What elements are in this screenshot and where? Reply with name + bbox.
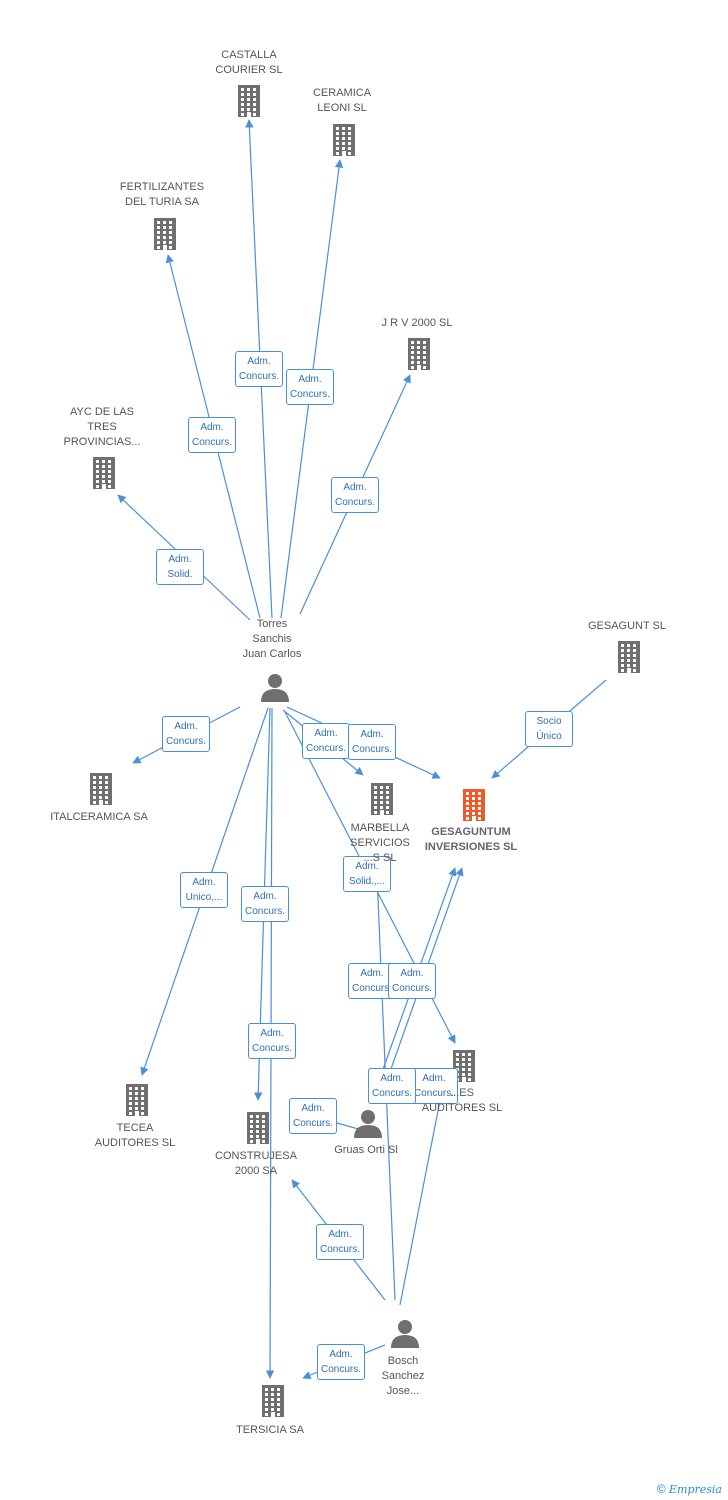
node-label-bosch[interactable]: Bosch Sanchez Jose... [381,1354,425,1397]
building-icon-gesaguntum[interactable] [463,789,485,821]
empresia-logo[interactable]: Empresia [669,1483,722,1496]
node-label-ayc[interactable]: AYC DE LAS TRES PROVINCIAS... [63,405,141,448]
edge-label-gruas-to-construjesa[interactable]: Adm. Concurs. [316,1224,364,1260]
node-label-torres[interactable]: Torres Sanchis Juan Carlos [242,617,302,660]
node-label-castalla[interactable]: CASTALLA COURIER SL [215,49,283,76]
building-icon-tecea[interactable] [126,1084,148,1116]
edge-label-bosch-to-construjesa[interactable]: Adm. Concurs. [317,1344,365,1380]
node-label-gesagunt[interactable]: GESAGUNT SL [587,619,667,632]
building-icon-tersicia[interactable] [262,1385,284,1417]
edge-label-bosch-to-gesaguntum[interactable]: Adm. Concurs. [410,1068,458,1104]
edge-label-torres-to-tecea[interactable]: Adm. Unico,... [180,872,228,908]
edge-label-gesagunt-to-gesaguntum[interactable]: Socio Único [525,711,573,747]
edge-label-torres-to-ceramica[interactable]: Adm. Concurs. [286,369,334,405]
node-label-fertilizantes[interactable]: FERTILIZANTES DEL TURIA SA [119,181,205,208]
edge-label-torres-to-gesaguntum[interactable]: Adm. Concurs. [348,724,396,760]
building-icon-ayc[interactable] [93,457,115,489]
building-icon-italceramica[interactable] [90,773,112,805]
copyright-symbol: © [656,1482,666,1496]
person-icon-bosch[interactable] [391,1320,419,1348]
node-label-tecea[interactable]: TECEA AUDITORES SL [94,1122,176,1149]
edge-label-torres-to-auditores[interactable]: Adm. Solid.,... [343,856,391,892]
edge-label-torres-to-construjesa[interactable]: Adm. Concurs. [241,886,289,922]
building-icon-construjesa[interactable] [247,1112,269,1144]
edge-bosch-to-gesaguntum [399,1079,447,1306]
edge-label-torres-to-castalla[interactable]: Adm. Concurs. [235,351,283,387]
edge-label-gruas-to-gesaguntum[interactable]: Adm. Concurs. [388,963,436,999]
edge-label-torres-to-ayc[interactable]: Adm. Solid. [156,549,204,585]
edge-label-bosch-to-auditores[interactable]: Adm. Concurs. [368,1068,416,1104]
edge-label-torres-to-tersicia[interactable]: Adm. Concurs. [248,1023,296,1059]
node-label-gesaguntum[interactable]: GESAGUNTUM INVERSIONES SL [424,826,518,853]
icons-layer [90,85,640,1417]
person-icon-gruas[interactable] [354,1110,382,1138]
node-label-jrv[interactable]: J R V 2000 SL [381,316,453,329]
edge-label-bosch-to-tersicia[interactable]: Adm. Concurs. [289,1098,337,1134]
edge-label-torres-to-italceramica[interactable]: Adm. Concurs. [162,716,210,752]
edge-label-torres-to-jrv[interactable]: Adm. Concurs. [331,477,379,513]
person-icon-torres[interactable] [261,674,289,702]
building-icon-fertilizantes[interactable] [154,218,176,250]
building-icon-castalla[interactable] [238,85,260,117]
building-icon-ceramica[interactable] [333,124,355,156]
building-icon-jrv[interactable] [408,338,430,370]
node-label-construjesa[interactable]: CONSTRUJESA 2000 SA [215,1150,297,1177]
node-label-ceramica[interactable]: CERAMICA LEONI SL [312,87,372,114]
node-label-italceramica[interactable]: ITALCERAMICA SA [50,810,148,823]
node-label-tersicia[interactable]: TERSICIA SA [236,1423,304,1436]
node-label-auditores[interactable]: ...ES AUDITORES SL [421,1087,503,1114]
edge-label-torres-to-marbella[interactable]: Adm. Concurs. [302,723,350,759]
copyright-footer: © Empresia [657,1482,722,1496]
building-icon-gesagunt[interactable] [618,641,640,673]
edge-label-torres-to-fertilizantes[interactable]: Adm. Concurs. [188,417,236,453]
node-label-marbella[interactable]: MARBELLA SERVICIOS ...S SL [350,821,410,864]
building-icon-marbella[interactable] [371,783,393,815]
node-label-gruas[interactable]: Gruas Orti Sl [334,1143,398,1156]
